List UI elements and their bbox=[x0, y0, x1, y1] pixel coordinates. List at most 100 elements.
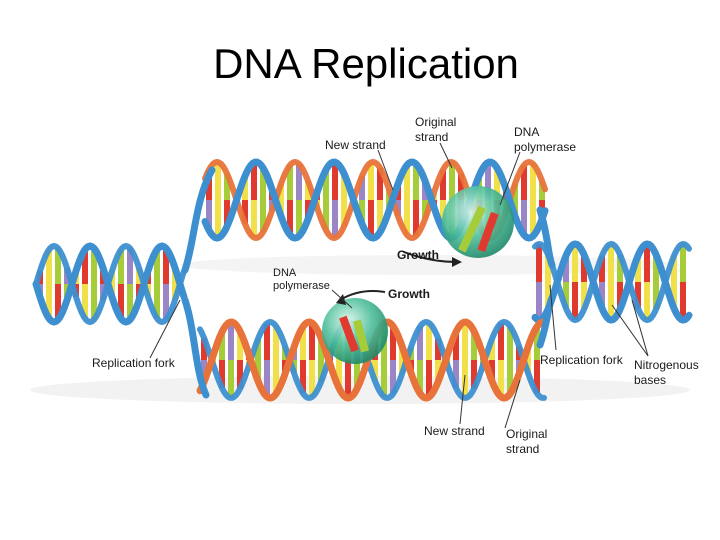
base-pair-half bbox=[680, 282, 686, 320]
base-pair-half bbox=[390, 360, 396, 394]
left-parent-strand-b bbox=[33, 242, 187, 326]
dna-polymerase-enzymes bbox=[322, 186, 514, 364]
base-pair-half bbox=[521, 200, 527, 235]
base-pair-half bbox=[318, 337, 324, 360]
base-pair-half bbox=[453, 360, 459, 389]
base-pair-half bbox=[617, 282, 623, 310]
base-pair-half bbox=[163, 284, 169, 320]
base-pair-half bbox=[46, 284, 52, 319]
right-parent-strand-a bbox=[531, 240, 693, 324]
base-pair-half bbox=[215, 200, 221, 238]
base-pair-half bbox=[264, 360, 270, 397]
base-pair-half bbox=[530, 163, 536, 200]
label-growth-top: Growth bbox=[397, 248, 439, 262]
base-pair-half bbox=[507, 326, 513, 360]
base-pair-half bbox=[498, 360, 504, 397]
base-pair-half bbox=[377, 167, 383, 200]
polymerase-top-base bbox=[477, 211, 499, 253]
base-pair-half bbox=[300, 360, 306, 394]
base-pair-half bbox=[413, 163, 419, 200]
base-pair-half bbox=[377, 200, 383, 233]
base-pair-half bbox=[489, 360, 495, 382]
growth-arrow-top-head bbox=[452, 257, 462, 267]
base-pair-half bbox=[251, 162, 257, 200]
base-pair-half bbox=[82, 249, 88, 284]
base-pair-half bbox=[653, 282, 659, 310]
label-new-strand-top: New strand bbox=[325, 138, 386, 152]
base-pair-half bbox=[521, 165, 527, 200]
base-pair-half bbox=[435, 360, 441, 383]
polymerase-top-base bbox=[458, 205, 486, 253]
label-growth-bottom: Growth bbox=[388, 287, 430, 301]
label-dna-polymerase-left: DNA polymerase bbox=[273, 267, 330, 292]
base-pair-half bbox=[390, 326, 396, 360]
base-pair-half bbox=[462, 322, 468, 360]
label-pointer-lines bbox=[149, 142, 649, 429]
base-pair-half bbox=[471, 360, 477, 389]
base-pair-half bbox=[127, 284, 133, 320]
base-pair-half bbox=[617, 254, 623, 282]
base-pair-half bbox=[572, 282, 578, 320]
base-pair-half bbox=[154, 249, 160, 284]
base-pair-half bbox=[426, 360, 432, 398]
base-pair-half bbox=[381, 360, 387, 397]
pointer-nitrogenous-bases-1 bbox=[631, 299, 649, 357]
dna-polymerase-bottom bbox=[322, 298, 388, 364]
base-pair-half bbox=[494, 167, 500, 200]
base-pair-half bbox=[255, 338, 261, 360]
growth-arrow-bottom-head bbox=[336, 294, 346, 305]
base-pair-half bbox=[635, 282, 641, 309]
base-pair-half bbox=[435, 337, 441, 360]
base-pair-half bbox=[426, 322, 432, 360]
label-replication-fork-right: Replication fork bbox=[540, 353, 623, 367]
base-pair-half bbox=[323, 169, 329, 200]
base-pair-half bbox=[300, 326, 306, 360]
base-pair-half bbox=[545, 282, 551, 310]
base-pair-half bbox=[404, 200, 410, 235]
base-pair-half bbox=[242, 200, 248, 224]
base-pair-half bbox=[154, 284, 160, 319]
base-pair-half bbox=[539, 180, 545, 200]
base-pair-half bbox=[453, 331, 459, 360]
right-parent-strand-b bbox=[532, 240, 692, 324]
pointer-new-strand-bottom bbox=[459, 374, 466, 425]
label-original-strand-bottom: Original strand bbox=[506, 427, 548, 456]
base-pair-half bbox=[372, 360, 378, 382]
base-pair-half bbox=[55, 284, 61, 320]
base-pair-half bbox=[608, 244, 614, 282]
base-pair-half bbox=[422, 200, 428, 220]
label-new-strand-bottom: New strand bbox=[424, 424, 485, 438]
pointer-new-strand-top bbox=[377, 149, 394, 191]
left-fork-lower-strand bbox=[181, 296, 210, 399]
base-pair-half bbox=[417, 360, 423, 394]
pointer-original-strand-bottom bbox=[504, 379, 521, 429]
left-parent-strand-a bbox=[32, 242, 188, 326]
base-pair-half bbox=[287, 200, 293, 235]
label-dna-polymerase-top: DNA polymerase bbox=[514, 125, 577, 154]
base-pair-half bbox=[201, 360, 207, 383]
base-pair-half bbox=[82, 284, 88, 319]
base-pair-half bbox=[680, 244, 686, 282]
base-pair-half bbox=[46, 249, 52, 284]
base-pair-half bbox=[440, 169, 446, 200]
label-nitrogenous-bases: Nitrogenous bases bbox=[634, 358, 699, 387]
base-pair-half bbox=[581, 254, 587, 282]
base-pair-half bbox=[354, 360, 360, 389]
base-pair-half bbox=[534, 360, 540, 394]
base-pair-half bbox=[323, 200, 329, 231]
base-pair-half bbox=[237, 331, 243, 360]
base-pair-half bbox=[118, 284, 124, 319]
base-pair-half bbox=[163, 248, 169, 284]
polymerase-bottom-base bbox=[339, 315, 359, 353]
base-pair-half bbox=[273, 360, 279, 394]
left-fork-upper-strand bbox=[181, 166, 216, 274]
base-pair-half bbox=[563, 255, 569, 282]
base-pair-half bbox=[91, 248, 97, 284]
base-pair-half bbox=[341, 200, 347, 227]
base-pair-half bbox=[644, 244, 650, 282]
base-pair-half bbox=[55, 248, 61, 284]
base-pair-half bbox=[224, 173, 230, 200]
base-pair-half bbox=[489, 338, 495, 360]
